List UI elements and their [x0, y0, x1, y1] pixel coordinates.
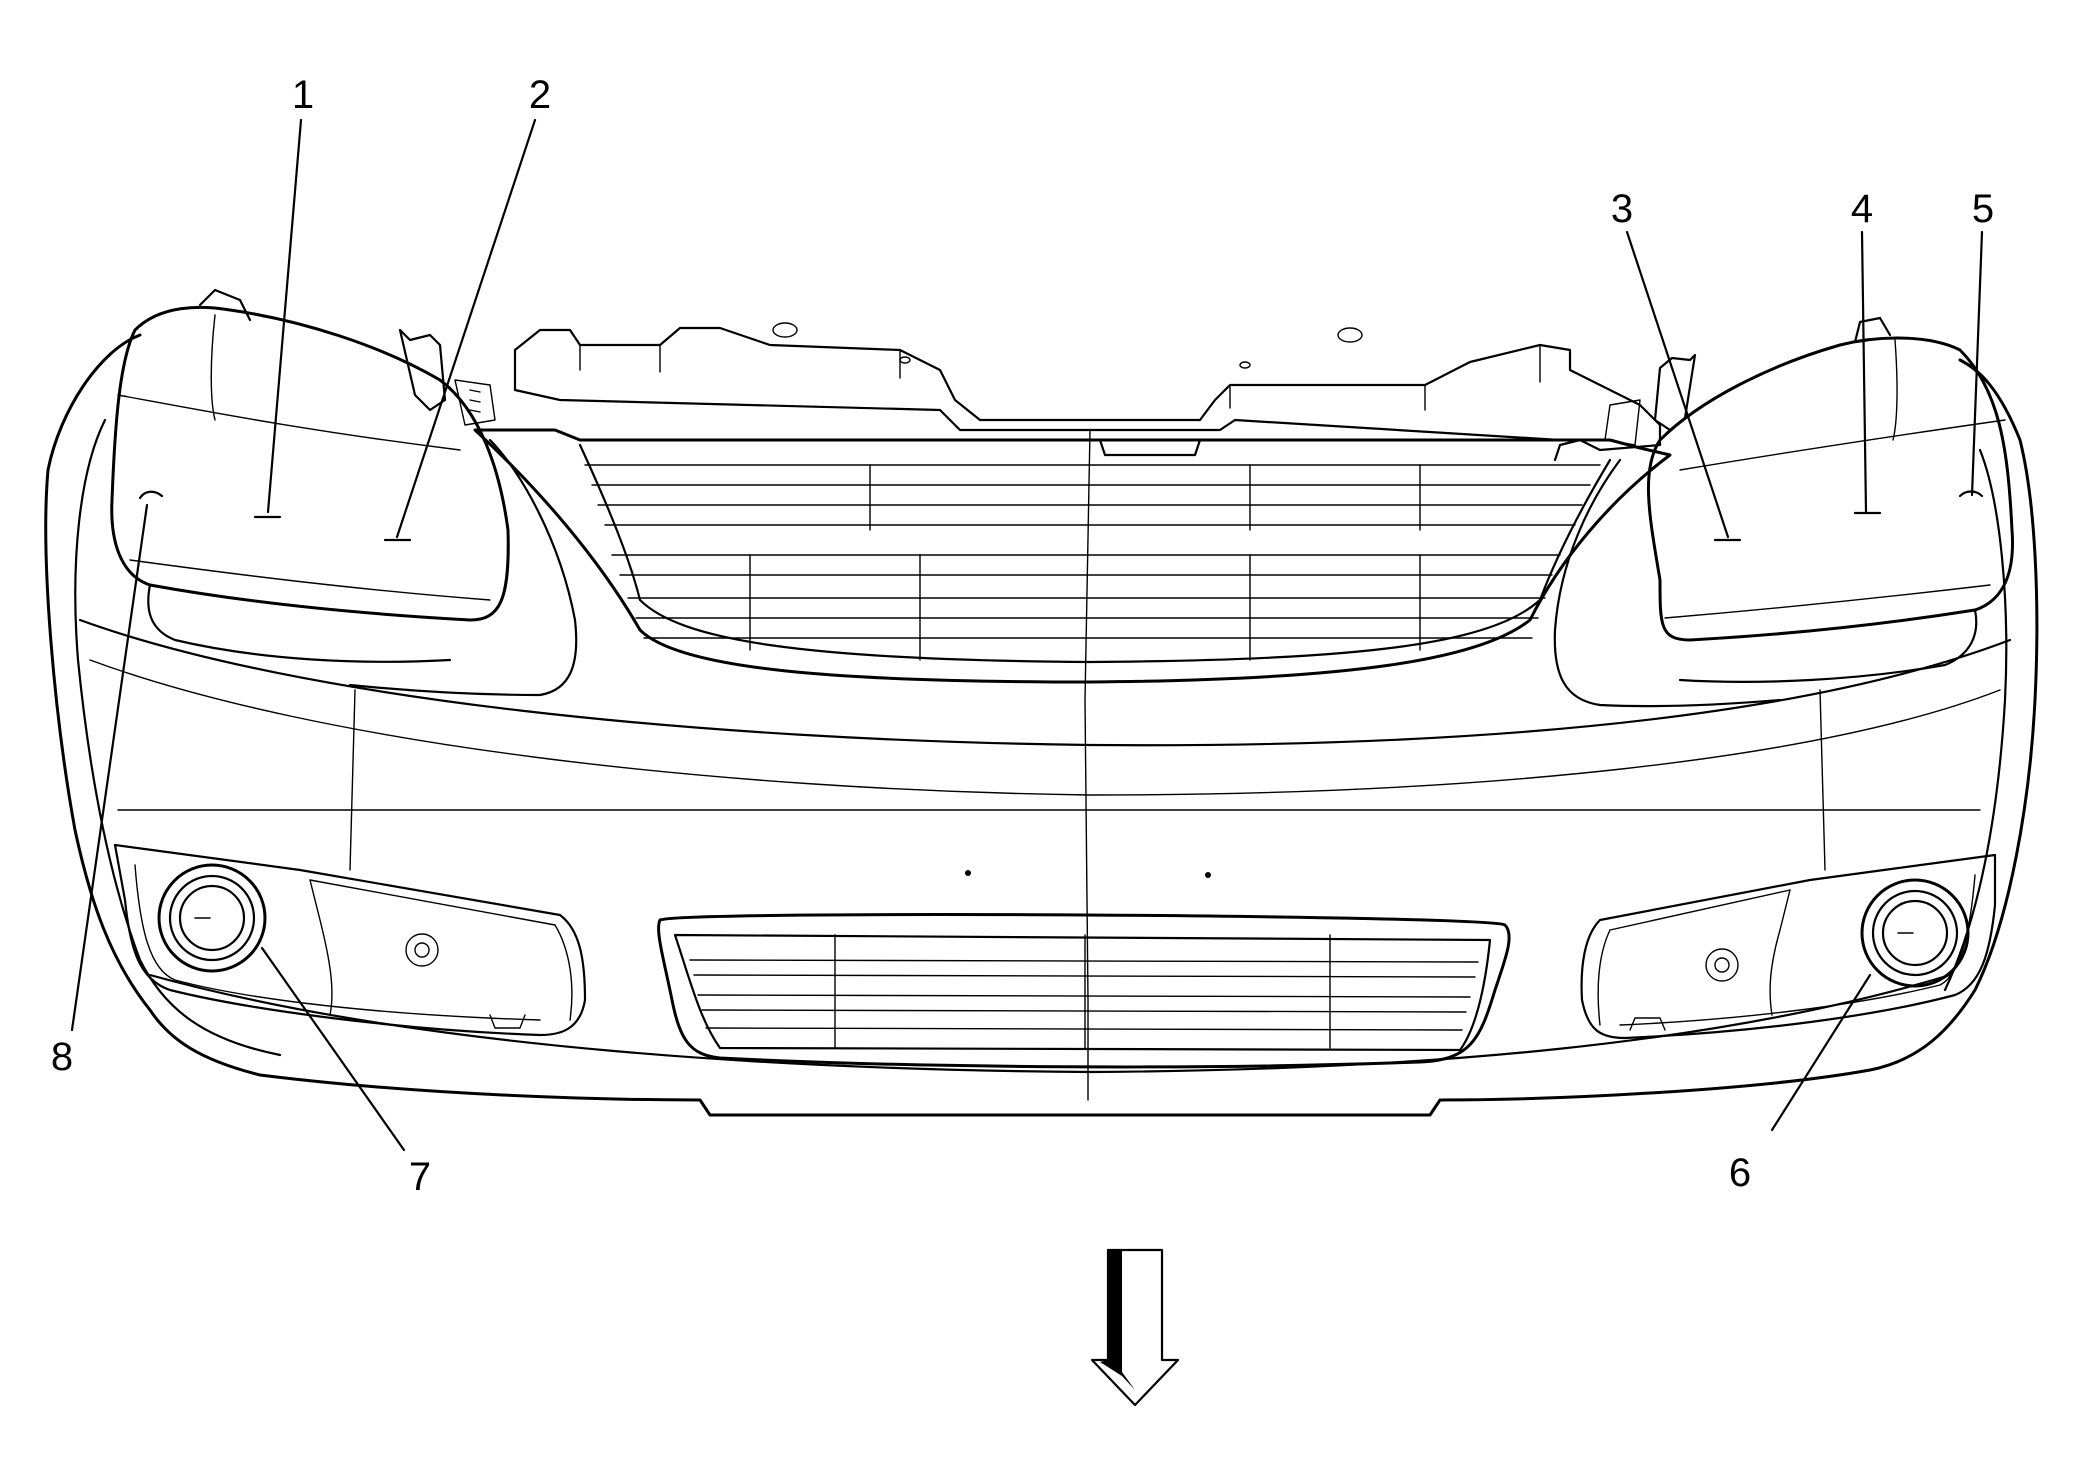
callout-3: 3	[1611, 187, 1633, 231]
leader-lines	[70, 118, 1984, 1152]
fascia-dot	[1205, 872, 1211, 878]
leader-2	[395, 118, 537, 539]
left-headlamp	[110, 288, 578, 697]
callout-2: 2	[529, 73, 551, 117]
leader-5	[1970, 230, 1984, 497]
leader-1	[266, 118, 303, 514]
fascia-dot	[965, 870, 971, 876]
leader-8	[70, 503, 149, 1032]
leader-7	[260, 946, 406, 1152]
bumper-fascia	[44, 333, 2039, 1117]
callout-5: 5	[1972, 187, 1994, 231]
callout-1: 1	[292, 73, 314, 117]
callout-4: 4	[1851, 187, 1873, 231]
callout-6: 6	[1729, 1151, 1751, 1195]
right-fog-lamp	[1580, 853, 1997, 1040]
arrow-down-icon	[1090, 1248, 1180, 1407]
leader-6	[1770, 973, 1872, 1132]
callout-labels: 1 2 3 4 5 6 7 8	[51, 73, 1994, 1199]
lower-grille	[657, 913, 1511, 1069]
leader-3	[1625, 230, 1730, 539]
left-fog-lamp	[113, 843, 587, 1037]
callout-7: 7	[409, 1155, 431, 1199]
right-headlamp	[1553, 316, 2014, 708]
leader-4	[1860, 230, 1868, 514]
upper-grille	[473, 322, 1672, 684]
callout-8: 8	[51, 1035, 73, 1079]
